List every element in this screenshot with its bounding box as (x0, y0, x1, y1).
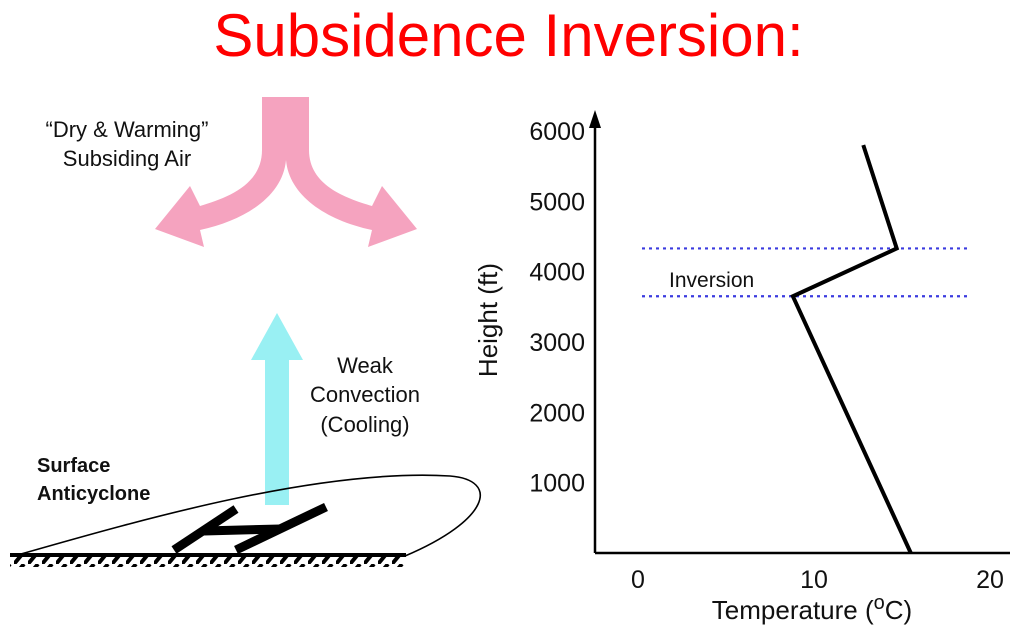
y-axis-label: Height (ft) (473, 263, 503, 377)
convection-label-line2: Convection (310, 382, 420, 407)
x-axis-label: Temperature (oC) (712, 592, 912, 625)
anticyclone-ellipse (13, 474, 481, 557)
high-pressure-h-icon (171, 502, 328, 555)
subsiding-air-arrow-icon (155, 97, 417, 247)
y-tick-label: 4000 (529, 259, 585, 287)
x-axis-label-main: Temperature ( (712, 595, 874, 625)
convection-label-line1: Weak (337, 353, 394, 378)
temperature-profile (790, 144, 913, 554)
y-tick-label: 2000 (529, 399, 585, 427)
convection-label-line3: (Cooling) (320, 412, 409, 437)
x-tick-label: 0 (631, 566, 645, 594)
x-tick-label: 20 (976, 566, 1004, 594)
y-tick-label: 3000 (529, 329, 585, 357)
y-tick-label: 5000 (529, 188, 585, 216)
x-tick-label: 10 (800, 566, 828, 594)
page-title: Subsidence Inversion: (213, 2, 804, 69)
subsiding-air-label-line2: Subsiding Air (63, 146, 191, 171)
convection-arrow-icon (251, 313, 303, 505)
x-axis-label-degree: o (874, 592, 885, 614)
inversion-lines (642, 247, 970, 298)
y-tick-label: 6000 (529, 118, 585, 146)
x-axis-label-unit: C) (885, 595, 912, 625)
inversion-annotation: Inversion (669, 269, 754, 292)
subsiding-air-label-line1: “Dry & Warming” (46, 117, 209, 142)
y-axis-arrowhead-icon (589, 110, 601, 128)
temperature-profile-line (790, 144, 913, 554)
y-tick-labels: 1000 2000 3000 4000 5000 6000 (529, 118, 585, 498)
y-tick-label: 1000 (529, 470, 585, 498)
anticyclone-label-line1: Surface (37, 455, 110, 477)
x-tick-labels: 0 10 20 (631, 566, 1004, 594)
anticyclone-label-line2: Anticyclone (37, 483, 150, 505)
